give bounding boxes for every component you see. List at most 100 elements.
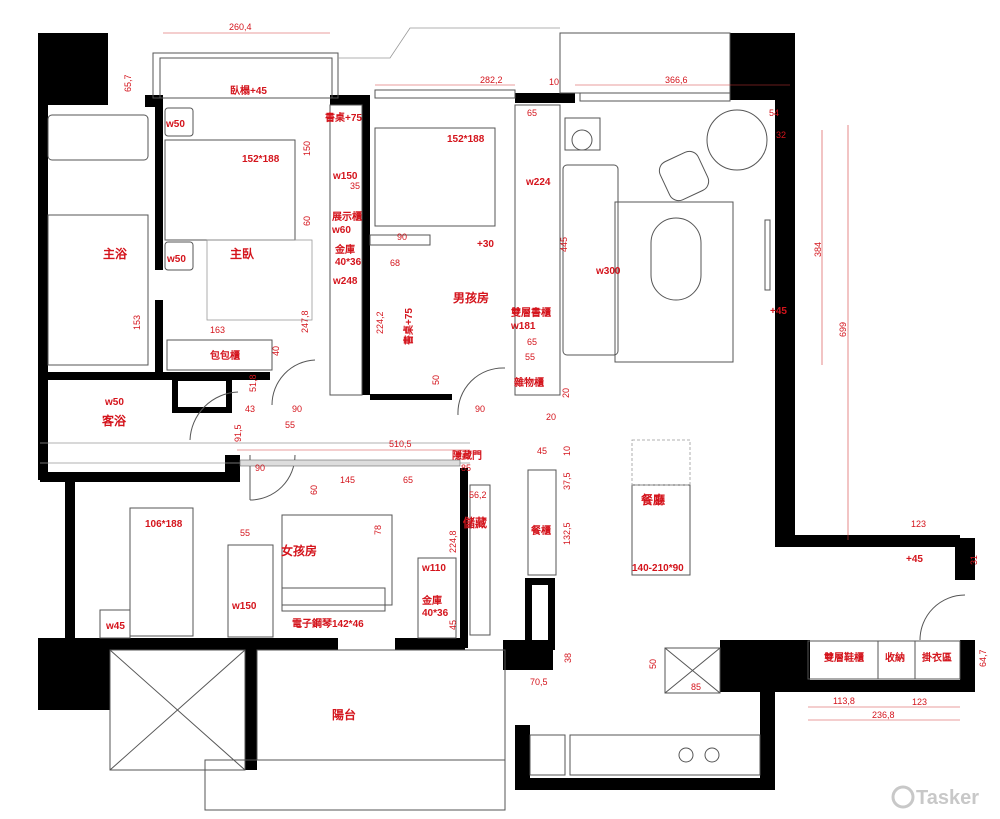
tasker-logo-icon: [891, 785, 915, 809]
label-safe-girl: 金庫: [421, 594, 442, 607]
dim: 153: [132, 315, 142, 330]
girl-bed: [129, 507, 194, 637]
dim: 145: [340, 475, 355, 485]
dim: 90: [292, 404, 302, 414]
dim: 20: [546, 412, 556, 422]
label-double-bookcase: 雙層書櫃: [511, 306, 551, 319]
dim: 132,5: [562, 522, 572, 545]
dim: 384: [813, 242, 823, 257]
label-bookcase-w: w181: [510, 321, 536, 332]
label-sideboard: 餐櫃: [530, 524, 551, 537]
dim: 50: [648, 659, 658, 669]
label-entry-plus: +45: [906, 554, 923, 565]
label-wardrobe-master: w150: [332, 171, 358, 182]
label-nightstand-1: w50: [165, 119, 185, 130]
label-shoe-cabinet: 雙層鞋櫃: [824, 651, 864, 664]
dim: 90: [397, 232, 407, 242]
dim: 70,5: [530, 677, 548, 687]
furniture-labels: 臥榻+45 書桌+75 152*188 w150 展示櫃 w60 金庫 40*3…: [104, 84, 952, 664]
dim: 510,5: [389, 439, 412, 449]
dim: 38: [563, 653, 573, 663]
label-display-cabinet: 展示櫃: [332, 210, 362, 223]
dim: 32: [776, 130, 786, 140]
label-guest-vanity: w50: [104, 397, 124, 408]
dim: 282,2: [480, 75, 503, 85]
label-hidden-door: 隱藏門: [452, 449, 482, 462]
label-desk-boy: 書桌+75: [402, 308, 415, 345]
dimension-lines: [163, 32, 960, 721]
dim: 31: [969, 555, 979, 565]
label-wardrobe-master2: w248: [332, 276, 358, 287]
label-bed-master: 152*188: [242, 154, 280, 165]
boy-bed: [374, 127, 496, 227]
piano: [281, 587, 386, 612]
label-boy-plus: +30: [477, 239, 494, 250]
label-safe-master: 金庫: [334, 243, 355, 256]
dim: 65: [403, 475, 413, 485]
dim: 37,5: [562, 472, 572, 490]
dim: 445: [559, 237, 569, 252]
room-balcony: 陽台: [332, 707, 356, 722]
label-misc-cabinet: 雜物櫃: [514, 376, 544, 389]
label-safe-girl-size: 40*36: [422, 608, 449, 619]
dim: 20: [561, 388, 571, 398]
room-dining: 餐廳: [641, 492, 665, 507]
dim: 40: [271, 346, 281, 356]
dim: 68: [390, 258, 400, 268]
dim: 123: [912, 697, 927, 707]
label-bay-seat: 臥榻+45: [230, 84, 267, 97]
label-coat-area: 掛衣區: [922, 651, 952, 664]
dim: 55: [285, 420, 295, 430]
room-girl: 女孩房: [281, 543, 317, 558]
dim: 54: [769, 108, 779, 118]
label-piano: 電子鋼琴142*46: [292, 617, 364, 630]
label-nightstand-girl: w45: [105, 621, 125, 632]
watermark-text: Tasker: [916, 787, 979, 809]
dim: 123: [911, 519, 926, 529]
dim: 224,8: [448, 530, 458, 553]
dim: 55: [525, 352, 535, 362]
coffee-table: [650, 217, 702, 301]
dim: 60: [309, 485, 319, 495]
label-wardrobe-girl2: w110: [421, 563, 446, 574]
dim: 35: [350, 181, 360, 191]
watermark: Tasker: [891, 785, 979, 809]
label-wardrobe-girl: w150: [231, 601, 257, 612]
room-boy: 男孩房: [453, 290, 489, 305]
label-wardrobe-boy: w224: [525, 177, 551, 188]
dim: 10: [562, 446, 572, 456]
label-bed-boy: 152*188: [447, 134, 485, 145]
room-master-bedroom: 主臥: [230, 246, 255, 261]
dim: 50: [431, 375, 441, 385]
room-guest-bath: 客浴: [101, 413, 127, 428]
label-sofa: w300: [595, 266, 621, 277]
label-safe-master-size: 40*36: [335, 257, 362, 268]
dim: 91,5: [233, 424, 243, 442]
dim: 85: [461, 463, 471, 473]
walls: [38, 33, 975, 790]
label-desk-master: 書桌+75: [325, 111, 362, 124]
dimension-labels: 260,4 65,7 150 35 60 65 90 68 153 163 24…: [123, 22, 988, 720]
label-nightstand-2: w50: [166, 254, 186, 265]
sofa: [562, 164, 619, 356]
dim: 10: [549, 77, 559, 87]
dim: 236,8: [872, 710, 895, 720]
dim: 56,2: [469, 490, 487, 500]
dim: 78: [373, 525, 383, 535]
linework: [40, 27, 966, 811]
dim: 247,8: [300, 310, 310, 333]
dim: 699: [838, 322, 848, 337]
label-bed-girl: 106*188: [145, 519, 183, 530]
label-bag-cabinet: 包包櫃: [210, 349, 240, 362]
dim: 224,2: [375, 311, 385, 334]
label-dining-table: 140-210*90: [632, 563, 684, 574]
dim: 163: [210, 325, 225, 335]
dim: 260,4: [229, 22, 252, 32]
dim: 113,8: [833, 696, 855, 706]
dim: 85: [691, 682, 701, 692]
dim: 90: [475, 404, 485, 414]
label-living-plus: +45: [770, 306, 787, 317]
dim: 150: [302, 141, 312, 156]
dim: 60: [302, 216, 312, 226]
